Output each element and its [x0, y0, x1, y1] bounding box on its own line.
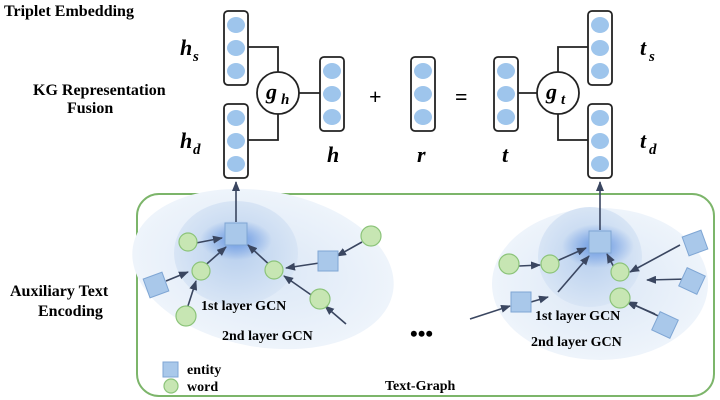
vector-hs [223, 10, 249, 86]
left-word-node [178, 232, 198, 252]
label-hs-sub: s [192, 49, 199, 65]
label-td: t [640, 128, 647, 153]
legend-word-label: word [187, 380, 218, 395]
vector-h [319, 56, 345, 132]
left-word-node [175, 305, 197, 327]
gate-gh-subscript: h [281, 92, 289, 108]
legend-entity-label: entity [187, 363, 221, 378]
left-2nd-layer-label: 2nd layer GCN [222, 329, 313, 344]
gate-gh-circle [256, 71, 300, 115]
vector-r [410, 56, 436, 132]
legend-word-swatch [163, 378, 179, 394]
left-word-node [191, 261, 211, 281]
left-word-node [264, 260, 284, 280]
left-word-node [309, 288, 331, 310]
section-aux-text-line1: Auxiliary Text [10, 283, 109, 300]
label-ts-sub: s [648, 49, 655, 65]
fusion-connectors-tail [518, 46, 588, 141]
right-entity-node [510, 291, 532, 313]
legend: entity word [162, 361, 221, 395]
section-triplet-embedding: Triplet Embedding [4, 3, 134, 20]
graphs-ellipsis: ••• [410, 321, 433, 346]
left-word-node [360, 225, 382, 247]
label-r: r [417, 142, 426, 167]
plus-operator: + [369, 84, 382, 109]
legend-entity-swatch [162, 361, 179, 378]
section-kg-fusion-line2: Fusion [67, 100, 113, 117]
right-word-node [610, 262, 630, 282]
right-1st-layer-label: 1st layer GCN [535, 309, 620, 324]
gate-gt-circle [536, 71, 580, 115]
right-center-entity [588, 230, 612, 254]
fusion-connectors-head [248, 46, 320, 141]
vector-t [493, 56, 519, 132]
label-hs: h [180, 35, 192, 60]
left-text-graph [132, 181, 394, 350]
label-hd: h [180, 128, 192, 153]
gate-gt-subscript: t [561, 92, 566, 108]
vector-td [587, 103, 613, 179]
equals-operator: = [455, 84, 468, 109]
right-entity-node [681, 229, 709, 257]
left-1st-layer-label: 1st layer GCN [201, 299, 286, 314]
gate-gt-symbol: g [545, 79, 557, 104]
right-entity-node [678, 267, 706, 295]
text-graph-label: Text-Graph [385, 379, 455, 394]
section-kg-fusion-line1: KG Representation [33, 82, 166, 99]
left-entity-node [142, 271, 170, 299]
label-hd-sub: d [193, 142, 201, 158]
vector-ts [587, 10, 613, 86]
right-entity-node [651, 311, 679, 339]
label-td-sub: d [649, 142, 657, 158]
label-h: h [327, 142, 339, 167]
right-text-graph [469, 181, 709, 360]
right-word-node [540, 254, 560, 274]
label-t: t [502, 142, 509, 167]
right-2nd-layer-label: 2nd layer GCN [531, 335, 622, 350]
vector-hd [223, 103, 249, 179]
right-word-node [498, 253, 520, 275]
section-aux-text-line2: Encoding [38, 303, 103, 320]
left-entity-node [317, 250, 339, 272]
right-word-node [609, 287, 631, 309]
gate-gh-symbol: g [265, 79, 277, 104]
left-center-entity [224, 222, 248, 246]
label-ts: t [640, 35, 647, 60]
